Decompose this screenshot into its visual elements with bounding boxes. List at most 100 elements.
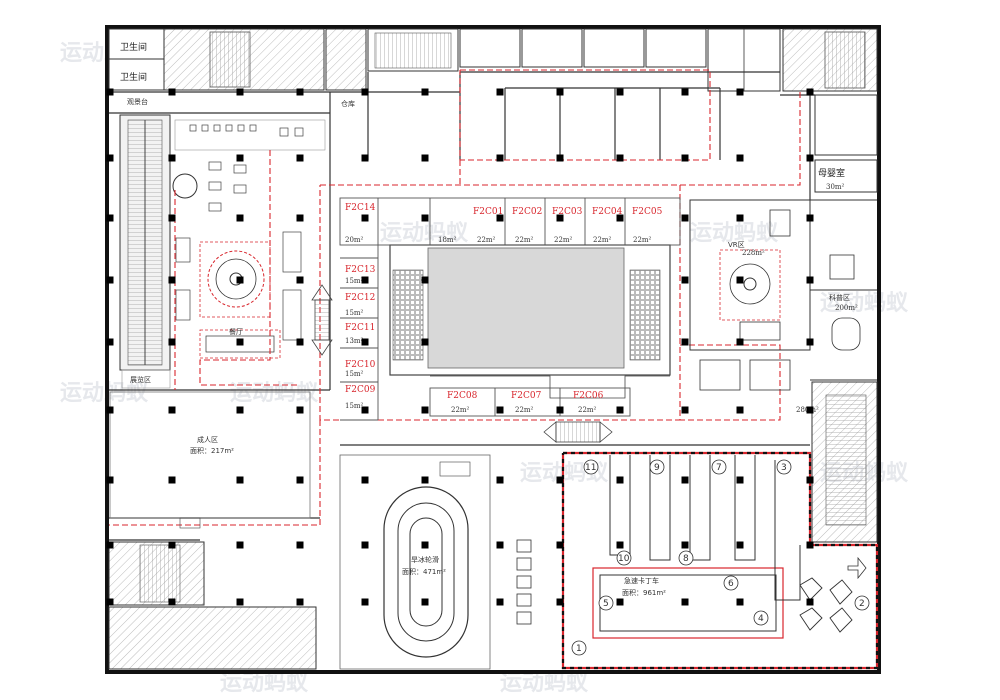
column-marker [106, 338, 114, 346]
column-marker [296, 276, 304, 284]
column-marker [806, 154, 814, 162]
track-number: 7 [716, 463, 722, 473]
column-marker [168, 88, 176, 96]
central-atrium [389, 244, 671, 399]
column-marker [736, 406, 744, 414]
watermark-text: 运动蚂蚁 [820, 291, 909, 316]
kart-track-area: 面积：961m² [622, 588, 666, 597]
outer-wall [105, 25, 881, 674]
track-number: 9 [654, 463, 660, 473]
column-marker [168, 598, 176, 606]
column-marker [168, 154, 176, 162]
stair-block-top-right: 母婴室 30m² [782, 28, 878, 193]
column-marker [168, 214, 176, 222]
shop-area-gap: 22m² [477, 236, 496, 244]
column-marker [681, 476, 689, 484]
warehouse-label: 仓库 [341, 99, 355, 108]
shop-area: 22m² [515, 406, 534, 414]
column-marker [168, 276, 176, 284]
column-marker [736, 276, 744, 284]
column-marker [236, 338, 244, 346]
watermark-text: 运动蚂蚁 [220, 671, 309, 696]
column-marker [168, 406, 176, 414]
adult-zone-area: 面积：217m² [190, 446, 234, 455]
mother-room-area: 30m² [826, 183, 845, 191]
column-marker [361, 476, 369, 484]
shop-area: 20m² [345, 236, 364, 244]
escalators [311, 284, 613, 443]
column-marker [421, 541, 429, 549]
shop-labels: F2C14 20m² F2C01 18m² F2C02 22m² F2C03 2… [345, 203, 663, 414]
column-marker [681, 541, 689, 549]
science-area-area: 200m² [835, 304, 858, 312]
column-marker [616, 154, 624, 162]
kart-track: 急速卡丁车 面积：961m² 1 2 3 4 5 6 7 8 9 [561, 451, 879, 670]
shop-id: F2C05 [632, 207, 663, 217]
column-marker [556, 214, 564, 222]
column-marker [296, 406, 304, 414]
column-marker [681, 214, 689, 222]
column-marker [296, 338, 304, 346]
track-number: 6 [728, 579, 734, 589]
top-room-strip: 仓库 观景台 [127, 28, 781, 108]
adult-zone-label: 成人区 [197, 435, 218, 444]
column-marker [421, 476, 429, 484]
toilet-block: 卫生间 卫生间 [108, 28, 367, 91]
column-marker [421, 406, 429, 414]
shop-id: F2C09 [345, 385, 376, 395]
column-marker [736, 214, 744, 222]
column-marker [556, 598, 564, 606]
shop-area: 22m² [515, 236, 534, 244]
track-number: 10 [618, 554, 630, 564]
column-marker [106, 541, 114, 549]
column-marker [421, 598, 429, 606]
track-number: 1 [576, 644, 582, 654]
shop-id: F2C13 [345, 265, 376, 275]
vr-area-label: VR区 [728, 241, 745, 249]
skate-rink: 旱冰轮滑 面积：471m² [339, 454, 491, 670]
column-marker [421, 338, 429, 346]
shop-id: F2C11 [345, 323, 375, 333]
column-marker [421, 214, 429, 222]
track-number: 4 [758, 614, 764, 624]
shop-id: F2C02 [512, 207, 542, 217]
column-marker [421, 88, 429, 96]
column-marker [361, 338, 369, 346]
column-marker [736, 541, 744, 549]
adult-zone: 成人区 面积：217m² [109, 391, 311, 519]
column-marker [616, 406, 624, 414]
toilet-label: 卫生间 [120, 71, 147, 83]
column-marker [236, 276, 244, 284]
shop-area: 18m² [438, 236, 457, 244]
column-marker [806, 406, 814, 414]
column-marker [236, 476, 244, 484]
column-marker [496, 406, 504, 414]
column-marker [616, 541, 624, 549]
column-marker [296, 598, 304, 606]
mother-room-label: 母婴室 [818, 167, 845, 179]
shop-id: F2C01 [473, 207, 503, 217]
column-marker [296, 541, 304, 549]
column-marker [496, 154, 504, 162]
track-number: 11 [585, 463, 596, 473]
column-marker [361, 154, 369, 162]
column-marker [361, 598, 369, 606]
column-marker [806, 88, 814, 96]
column-marker [556, 541, 564, 549]
column-marker [616, 598, 624, 606]
shop-id: F2C06 [573, 391, 604, 401]
column-marker [556, 154, 564, 162]
column-marker [361, 88, 369, 96]
column-marker [296, 476, 304, 484]
shop-area: 15m² [345, 370, 364, 378]
column-marker [296, 154, 304, 162]
column-marker [106, 476, 114, 484]
kart-track-label: 急速卡丁车 [624, 576, 659, 585]
column-marker [681, 406, 689, 414]
column-marker [106, 154, 114, 162]
column-marker [361, 406, 369, 414]
observation-label: 观景台 [127, 97, 148, 106]
column-marker [236, 598, 244, 606]
column-marker [236, 406, 244, 414]
